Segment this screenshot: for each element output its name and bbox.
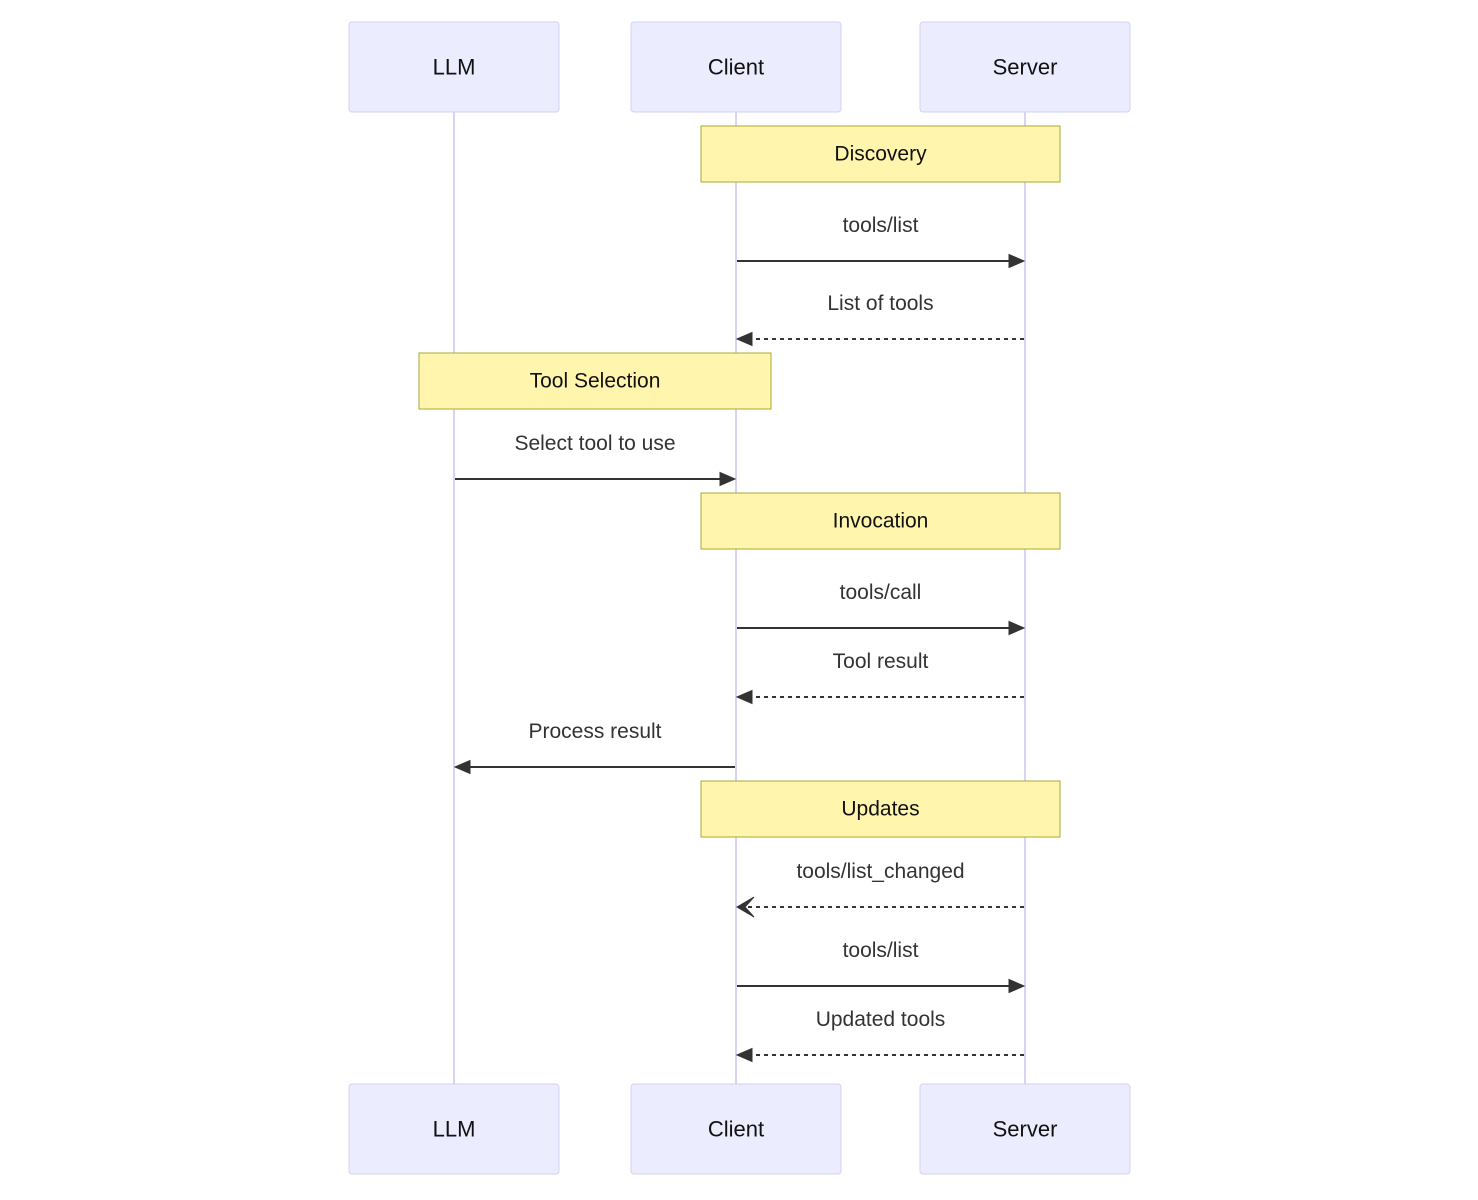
arrowhead: [735, 689, 753, 705]
actor-label-client-top: Client: [708, 55, 764, 80]
message-label-tool-result: Tool result: [833, 650, 929, 673]
actor-label-server-bottom: Server: [993, 1117, 1058, 1142]
arrowhead: [735, 331, 753, 347]
note-label-updates: Updates: [841, 798, 919, 821]
message-tools-list-11: tools/list: [737, 939, 1026, 994]
note-tool-selection: Tool Selection: [418, 352, 772, 410]
note-label-tool-selection: Tool Selection: [530, 370, 661, 393]
actor-llm-bottom: LLM: [348, 1083, 560, 1175]
actor-box-llm-top: [348, 21, 560, 113]
actor-box-server-top: [919, 21, 1131, 113]
note-updates: Updates: [700, 780, 1061, 838]
message-label-tools-call: tools/call: [840, 581, 922, 604]
message-tools-call-6: tools/call: [737, 581, 1026, 636]
message-label-tools-list: tools/list: [843, 939, 919, 962]
note-label-invocation: Invocation: [833, 510, 929, 533]
actor-llm-top: LLM: [348, 21, 560, 113]
message-label-process-result: Process result: [528, 720, 661, 743]
message-list-of-tools-2: List of tools: [735, 292, 1024, 347]
note-box-invocation: [700, 492, 1061, 550]
actor-label-client-bottom: Client: [708, 1117, 764, 1142]
arrowhead: [453, 759, 471, 775]
note-invocation: Invocation: [700, 492, 1061, 550]
actor-server-bottom: Server: [919, 1083, 1131, 1175]
actor-label-llm-top: LLM: [433, 55, 476, 80]
message-tool-result-7: Tool result: [735, 650, 1024, 705]
message-label-select-tool-to-use: Select tool to use: [514, 432, 675, 455]
message-label-updated-tools: Updated tools: [816, 1008, 946, 1031]
note-discovery: Discovery: [700, 125, 1061, 183]
actor-label-server-top: Server: [993, 55, 1058, 80]
note-box-updates: [700, 780, 1061, 838]
message-tools-list-1: tools/list: [737, 214, 1026, 269]
actor-server-top: Server: [919, 21, 1131, 113]
arrowhead: [1008, 253, 1026, 269]
actor-box-llm-bottom: [348, 1083, 560, 1175]
message-label-list-of-tools: List of tools: [827, 292, 933, 315]
actor-box-server-bottom: [919, 1083, 1131, 1175]
arrowhead: [1008, 978, 1026, 994]
actor-box-client-top: [630, 21, 842, 113]
arrowhead: [719, 471, 737, 487]
message-label-tools-list: tools/list: [843, 214, 919, 237]
arrowhead: [1008, 620, 1026, 636]
message-label-tools-list-changed: tools/list_changed: [796, 860, 964, 883]
arrowhead-open: [736, 896, 755, 918]
message-updated-tools-12: Updated tools: [735, 1008, 1024, 1063]
note-box-discovery: [700, 125, 1061, 183]
arrowhead: [735, 1047, 753, 1063]
actor-client-bottom: Client: [630, 1083, 842, 1175]
message-select-tool-to-use-4: Select tool to use: [455, 432, 737, 487]
actor-box-client-bottom: [630, 1083, 842, 1175]
message-process-result-8: Process result: [453, 720, 735, 775]
message-tools-list-changed-10: tools/list_changed: [736, 860, 1024, 918]
actor-label-llm-bottom: LLM: [433, 1117, 476, 1142]
note-label-discovery: Discovery: [834, 143, 927, 166]
note-box-tool-selection: [418, 352, 772, 410]
actor-client-top: Client: [630, 21, 842, 113]
